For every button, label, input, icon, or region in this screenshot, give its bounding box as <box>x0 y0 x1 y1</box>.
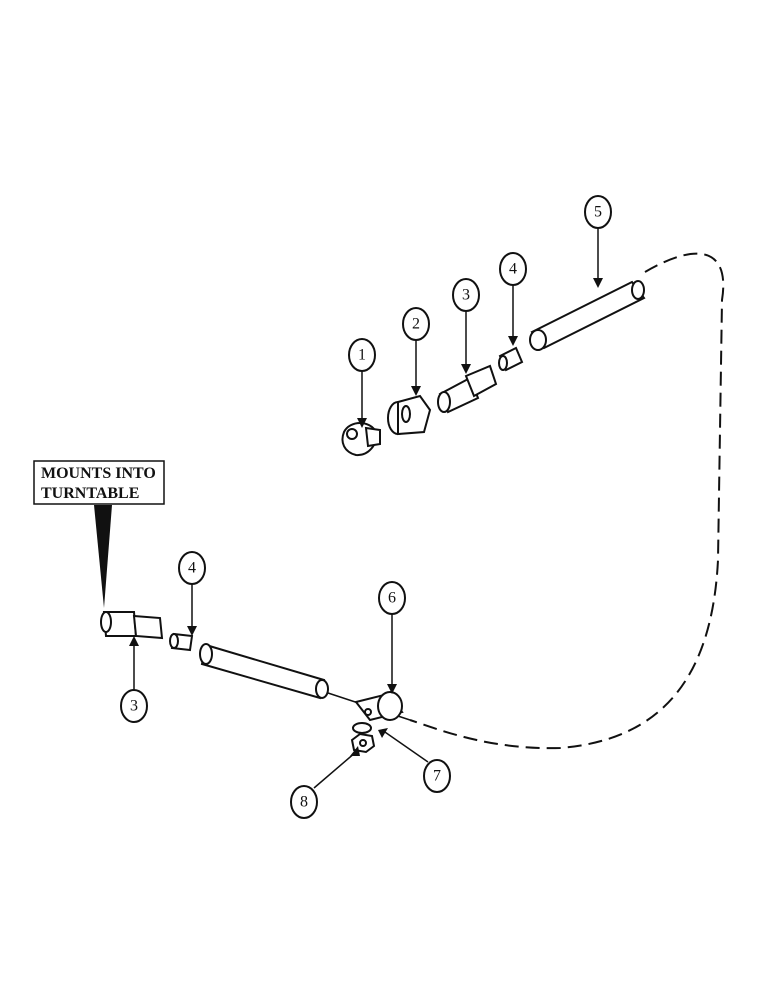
callout-3-upper: 3 <box>452 278 480 312</box>
note-line-1: MOUNTS INTO <box>41 465 156 482</box>
hose-segment-lower <box>199 643 329 700</box>
hose-coupling-part-3-lower <box>100 611 164 640</box>
washer-part-7 <box>352 722 372 734</box>
callout-1: 1 <box>348 338 376 372</box>
callout-label: 1 <box>358 347 366 364</box>
callout-label: 4 <box>509 261 517 278</box>
nut-part-8 <box>350 732 376 754</box>
hose-route <box>324 252 725 750</box>
callout-4-lower: 4 <box>178 551 206 585</box>
callout-label: 6 <box>388 590 396 607</box>
mount-note: MOUNTS INTO TURNTABLE <box>33 460 165 608</box>
callout-label: 4 <box>188 560 196 577</box>
grease-fitting-part-1 <box>341 422 381 457</box>
bulkhead-fitting-part-2 <box>387 394 432 436</box>
callout-4-upper: 4 <box>499 252 527 286</box>
leader-lines <box>133 228 599 789</box>
note-pointer <box>94 505 112 608</box>
note-box <box>33 460 165 505</box>
ferrule-part-4-upper <box>498 346 524 372</box>
callout-8: 8 <box>290 785 318 819</box>
callout-5: 5 <box>584 195 612 229</box>
clamp-part-6 <box>354 691 404 722</box>
callout-6: 6 <box>378 581 406 615</box>
callout-label: 2 <box>412 316 420 333</box>
leader-arrowheads <box>129 278 603 756</box>
callout-label: 5 <box>594 204 602 221</box>
callout-label: 3 <box>462 287 470 304</box>
callout-label: 3 <box>130 698 138 715</box>
callout-label: 8 <box>300 794 308 811</box>
hose-coupling-part-3-upper <box>437 364 498 414</box>
note-line-2: TURNTABLE <box>41 485 139 502</box>
callout-3-lower: 3 <box>120 689 148 723</box>
ferrule-part-4-lower <box>169 632 194 652</box>
hose-segment-part-5 <box>529 280 646 351</box>
callout-label: 7 <box>433 768 441 785</box>
callout-2: 2 <box>402 307 430 341</box>
callout-7: 7 <box>423 759 451 793</box>
